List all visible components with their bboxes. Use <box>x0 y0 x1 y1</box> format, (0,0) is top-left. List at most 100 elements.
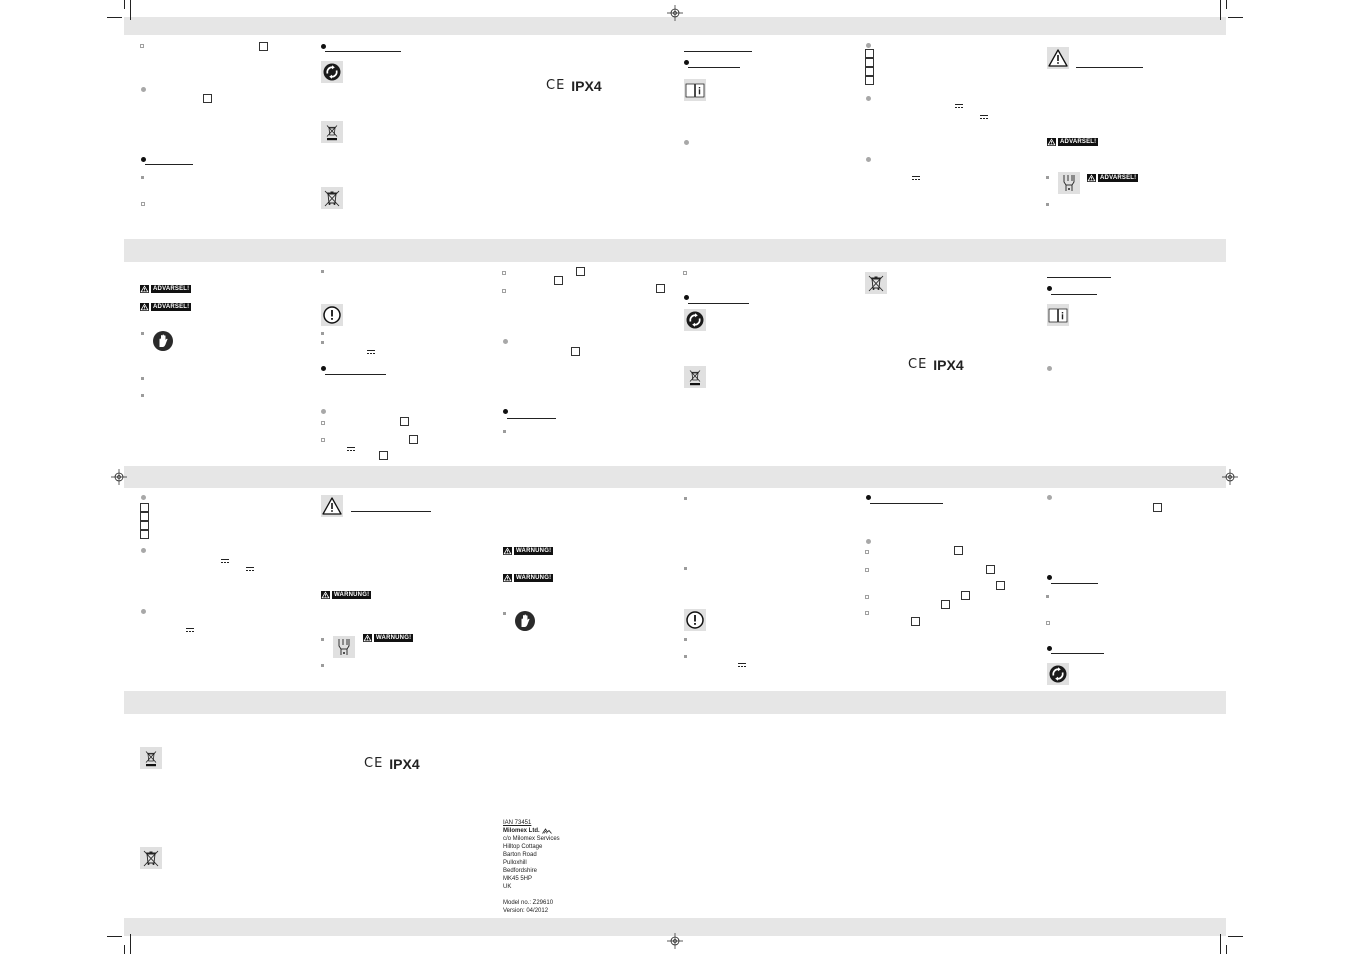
list-dot <box>866 157 871 162</box>
manufacturer-address: IAN 73451 Milomex Ltd. c/o Milomex Servi… <box>503 819 560 915</box>
checkbox <box>259 42 268 51</box>
heading-underline <box>1076 67 1143 68</box>
fold-band <box>124 17 1226 35</box>
warning-triangle-icon <box>1047 47 1069 69</box>
list-dot <box>866 96 871 101</box>
checkbox <box>865 49 874 58</box>
warning-label-text: ADVARSEL! <box>1098 174 1139 182</box>
address-line: UK <box>503 884 512 890</box>
checkbox <box>961 591 970 600</box>
fold-band <box>124 918 1226 936</box>
bullet-square <box>684 567 687 570</box>
checkbox <box>865 76 874 85</box>
checkbox <box>865 58 874 67</box>
warning-triangle-icon <box>140 303 149 311</box>
bullet-square <box>321 270 324 273</box>
checkbox <box>554 276 563 285</box>
checkbox <box>954 546 963 555</box>
list-dot <box>1047 366 1052 371</box>
crop-mark <box>130 0 131 20</box>
weee-bin-icon <box>140 847 162 869</box>
ce-mark: CE <box>546 78 566 93</box>
bullet-square <box>141 394 144 397</box>
heading-underline <box>870 503 943 504</box>
hands-caution-icon <box>1058 172 1080 194</box>
dc-symbol-icon <box>221 559 229 563</box>
bullet-square-outline <box>140 44 144 48</box>
ce-ipx4-marking: CE IPX4 <box>364 756 420 772</box>
heading-bullet <box>1047 286 1052 291</box>
ipx4-rating: IPX4 <box>389 756 420 772</box>
advarsel-warning-label: ADVARSEL! <box>1087 174 1139 182</box>
list-dot <box>321 409 326 414</box>
crop-mark <box>107 936 122 937</box>
checkbox <box>656 284 665 293</box>
registration-mark-icon <box>1222 469 1238 485</box>
bullet-square <box>321 638 324 641</box>
ce-ipx4-marking: CE IPX4 <box>546 78 602 94</box>
list-dot <box>866 539 871 544</box>
bullet-square <box>1046 176 1049 179</box>
dc-symbol-icon <box>955 104 963 108</box>
heading-underline <box>325 51 401 52</box>
registration-mark-icon <box>111 469 127 485</box>
advarsel-warning-label: ADVARSEL! <box>140 285 192 293</box>
heading-underline <box>1047 277 1111 278</box>
bullet-square <box>684 655 687 658</box>
checkbox <box>911 617 920 626</box>
checkbox <box>576 267 585 276</box>
ipx4-rating: IPX4 <box>933 357 964 373</box>
checkbox <box>379 451 388 460</box>
list-dot <box>141 495 146 500</box>
bullet-square <box>684 497 687 500</box>
list-dot <box>684 140 689 145</box>
heading-underline <box>1051 653 1104 654</box>
list-dot <box>141 87 146 92</box>
heading-bullet <box>141 157 146 162</box>
bullet-square-outline <box>683 271 687 275</box>
warning-triangle-icon <box>363 634 372 642</box>
heading-bullet <box>684 60 689 65</box>
milomex-logo <box>541 828 552 834</box>
address-line: Pulloxhill <box>503 860 527 866</box>
warning-label-text: WARNUNG! <box>332 591 372 599</box>
version-number: Version: 04/2012 <box>503 908 549 914</box>
checkbox <box>400 417 409 426</box>
bullet-square <box>321 332 324 335</box>
bullet-square-outline <box>865 568 869 572</box>
warning-label-text: ADVARSEL! <box>1058 138 1099 146</box>
ipx4-rating: IPX4 <box>571 78 602 94</box>
battery-disposal-icon <box>684 366 706 388</box>
address-spacer <box>503 891 560 899</box>
address-line: c/o Milomex Services <box>503 836 560 842</box>
bullet-square <box>1046 203 1049 206</box>
hands-caution-icon <box>333 636 355 658</box>
protective-glove-icon <box>152 330 174 352</box>
heading-underline <box>684 51 752 52</box>
dc-symbol-icon <box>186 628 194 632</box>
warning-triangle-icon <box>321 495 343 517</box>
crop-mark <box>1220 934 1221 954</box>
heading-bullet <box>684 295 689 300</box>
warning-label-text: WARNUNG! <box>514 547 554 555</box>
list-dot <box>503 339 508 344</box>
warning-triangle-icon <box>321 591 330 599</box>
heading-bullet <box>503 409 508 414</box>
checkbox <box>203 94 212 103</box>
heading-underline <box>351 511 431 512</box>
crop-mark <box>130 934 131 954</box>
checkbox <box>996 581 1005 590</box>
exclamation-icon <box>321 304 343 326</box>
warning-label-text: WARNUNG! <box>514 574 554 582</box>
bullet-square <box>141 377 144 380</box>
bullet-square-outline <box>141 202 145 206</box>
address-line: Bedfordshire <box>503 868 538 874</box>
crop-mark <box>1220 0 1221 20</box>
read-manual-icon <box>1047 304 1069 326</box>
bullet-square <box>503 612 506 615</box>
heading-bullet <box>321 44 326 49</box>
ce-ipx4-marking: CE IPX4 <box>908 357 964 373</box>
list-dot <box>866 43 871 48</box>
bullet-square <box>1046 595 1049 598</box>
dc-symbol-icon <box>980 115 988 119</box>
